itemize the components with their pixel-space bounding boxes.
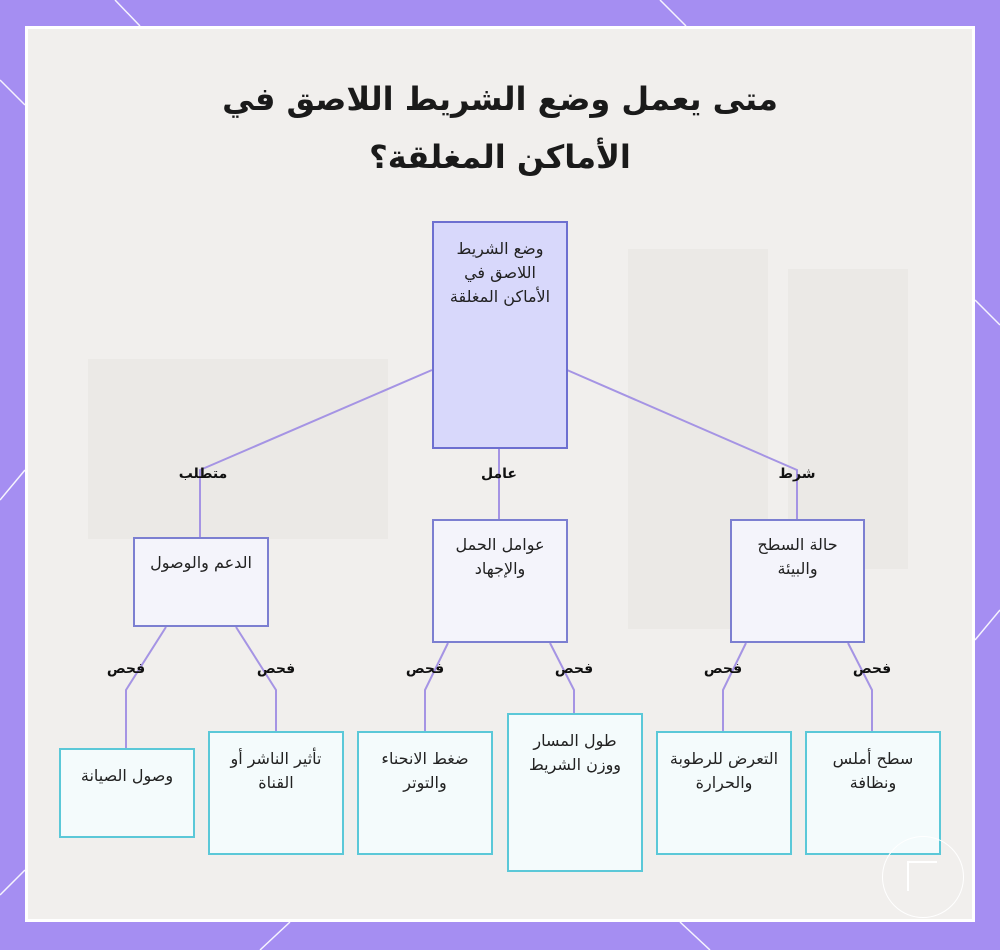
- connector-surface-smooth: [847, 642, 873, 731]
- leaf-node-label: التعرض للرطوبة والحرارة: [669, 749, 779, 792]
- leaf-node-label: سطح أملس ونظافة: [832, 749, 914, 792]
- connector-root-surface: [566, 369, 798, 519]
- connector-root-support: [199, 369, 433, 537]
- leaf-node-label: وصول الصيانة: [80, 766, 174, 785]
- connector-support-dispenser: [235, 626, 277, 731]
- edge-label-check: فحص: [256, 661, 296, 677]
- leaf-node-label: تأثير الناشر أو القناة: [230, 749, 322, 792]
- connector-load-length: [549, 642, 575, 713]
- edge-label-check: فحص: [106, 661, 146, 677]
- edge-label-requirement: متطلب: [178, 466, 228, 482]
- title-line-1: متى يعمل وضع الشريط اللاصق في: [222, 80, 778, 118]
- leaf-node-path-length: طول المسار ووزن الشريط: [507, 713, 643, 872]
- leaf-node-dispenser: تأثير الناشر أو القناة: [208, 731, 344, 855]
- leaf-node-bending: ضغط الانحناء والتوتر: [357, 731, 493, 855]
- branch-node-label: عوامل الحمل والإجهاد: [455, 535, 545, 578]
- leaf-node-maintenance: وصول الصيانة: [59, 748, 195, 838]
- connector-load-bend: [424, 642, 449, 731]
- root-node: وضع الشريط اللاصق في الأماكن المغلقة: [432, 221, 568, 449]
- edge-label-factor: عامل: [481, 466, 517, 482]
- diagram-title: متى يعمل وضع الشريط اللاصق في الأماكن ال…: [0, 70, 1000, 186]
- leaf-node-label: ضغط الانحناء والتوتر: [381, 749, 469, 792]
- connector-surface-humidity: [722, 642, 747, 731]
- edge-label-check: فحص: [703, 661, 743, 677]
- leaf-node-label: طول المسار ووزن الشريط: [528, 731, 622, 774]
- leaf-node-smooth-surface: سطح أملس ونظافة: [805, 731, 941, 855]
- edge-label-check: فحص: [554, 661, 594, 677]
- edge-label-check: فحص: [852, 661, 892, 677]
- edge-label-check: فحص: [405, 661, 445, 677]
- branch-node-label: الدعم والوصول: [150, 553, 252, 572]
- branch-node-load: عوامل الحمل والإجهاد: [432, 519, 568, 643]
- logo-mark-icon: [882, 836, 964, 918]
- branch-node-label: حالة السطح والبيئة: [757, 535, 838, 578]
- logo-mark-shape: [907, 861, 937, 891]
- leaf-node-humidity: التعرض للرطوبة والحرارة: [656, 731, 792, 855]
- background-shape: [88, 359, 388, 539]
- connector-support-maintenance: [125, 626, 167, 748]
- edge-label-condition: شرط: [778, 466, 816, 482]
- root-node-label: وضع الشريط اللاصق في الأماكن المغلقة: [449, 239, 551, 306]
- title-line-2: الأماكن المغلقة؟: [369, 138, 631, 176]
- branch-node-surface: حالة السطح والبيئة: [730, 519, 865, 643]
- branch-node-support: الدعم والوصول: [133, 537, 269, 627]
